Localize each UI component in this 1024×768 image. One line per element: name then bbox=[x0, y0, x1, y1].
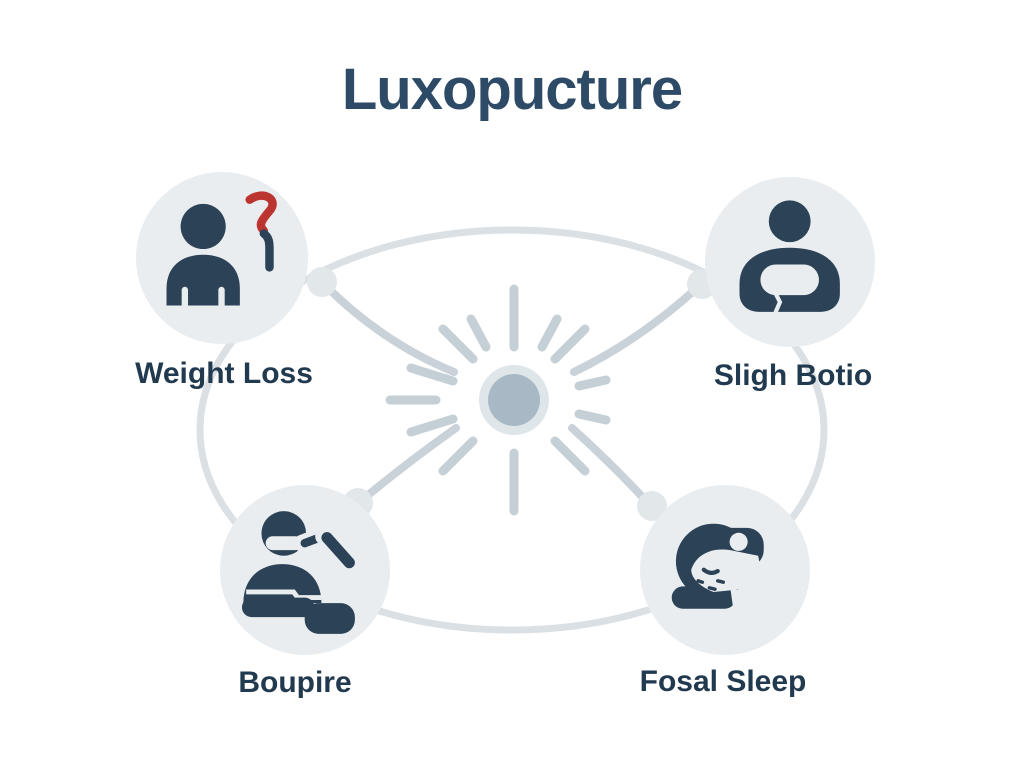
page-title: Luxopucture bbox=[341, 57, 683, 122]
node-circle-boupire bbox=[220, 485, 390, 655]
node-circle-sligh-botio bbox=[705, 177, 875, 347]
sleeping-face-icon bbox=[672, 523, 765, 610]
person-thermometer-icon bbox=[242, 511, 359, 635]
node-circle-fosal-sleep bbox=[640, 485, 810, 655]
node-label-boupire: Boupire bbox=[238, 666, 352, 699]
node-dot-top-left bbox=[307, 267, 337, 297]
node-dot-bottom-right bbox=[637, 491, 667, 521]
connector-bottom-right bbox=[568, 424, 652, 507]
sunburst-icon bbox=[385, 284, 611, 516]
node-label-fosal-sleep: Fosal Sleep bbox=[639, 665, 807, 698]
connector-lines bbox=[322, 282, 702, 507]
connector-bottom-left bbox=[358, 424, 460, 504]
node-label-weight-loss: Weight Loss bbox=[135, 357, 313, 390]
sunburst-core bbox=[488, 374, 540, 426]
node-label-sligh-botio: Sligh Botio bbox=[713, 359, 873, 392]
person-question-icon bbox=[166, 191, 278, 310]
connector-top-left bbox=[322, 282, 458, 376]
connector-top-right bbox=[570, 283, 702, 376]
node-circle-weight-loss bbox=[136, 172, 308, 344]
person-arms-crossed-icon bbox=[739, 200, 841, 315]
sunburst-rays bbox=[385, 284, 611, 516]
outer-loop-ellipse bbox=[196, 226, 828, 634]
